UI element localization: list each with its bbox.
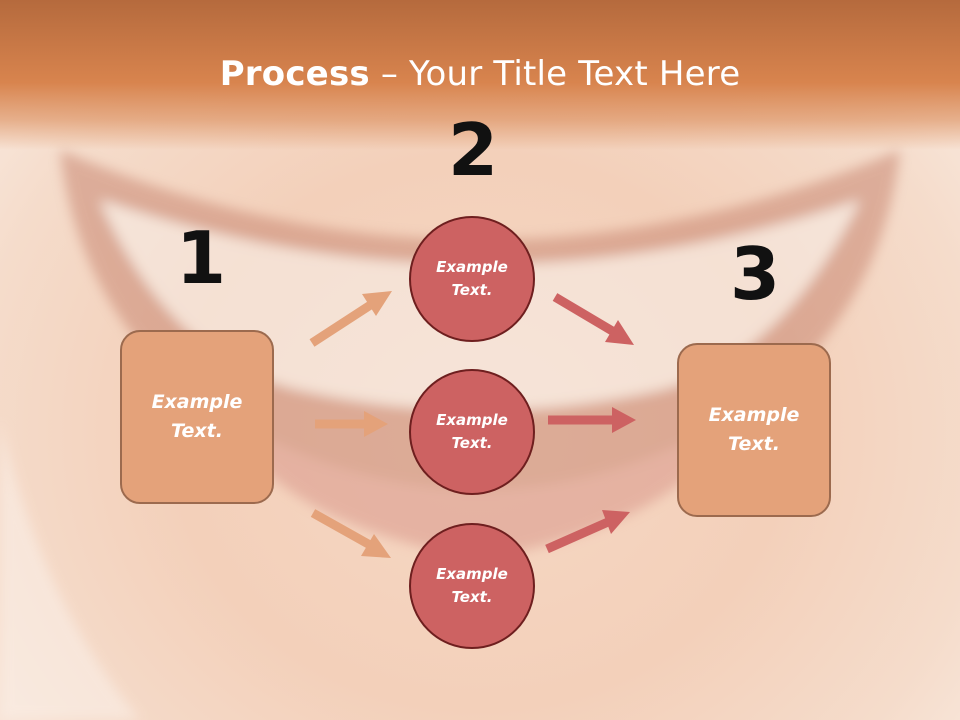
circle-bottom-text: Example Text.: [436, 565, 508, 606]
arrow-left-to-bottom: [310, 509, 391, 558]
circle-middle: Example Text.: [409, 369, 535, 495]
step-number-3: 3: [730, 232, 781, 316]
arrow-bottom-to-right: [545, 510, 630, 554]
arrow-middle-to-right: [548, 407, 636, 433]
title-band: [0, 0, 960, 150]
slide-title: Process – Your Title Text Here: [0, 54, 960, 94]
circle-top: Example Text.: [409, 216, 535, 342]
right-box: Example Text.: [677, 343, 831, 517]
step-number-1: 1: [176, 216, 227, 300]
title-bold: Process: [219, 54, 370, 94]
left-box: Example Text.: [120, 330, 274, 504]
arrow-left-to-top: [309, 291, 392, 347]
circle-bottom: Example Text.: [409, 523, 535, 649]
step-number-2: 2: [448, 108, 499, 192]
arrow-left-to-middle: [315, 411, 388, 437]
circle-middle-text: Example Text.: [436, 411, 508, 452]
arrow-top-to-right: [552, 293, 634, 345]
left-box-text: Example Text.: [151, 391, 243, 442]
right-box-text: Example Text.: [708, 404, 800, 455]
title-rest: – Your Title Text Here: [369, 54, 741, 94]
circle-top-text: Example Text.: [436, 258, 508, 299]
